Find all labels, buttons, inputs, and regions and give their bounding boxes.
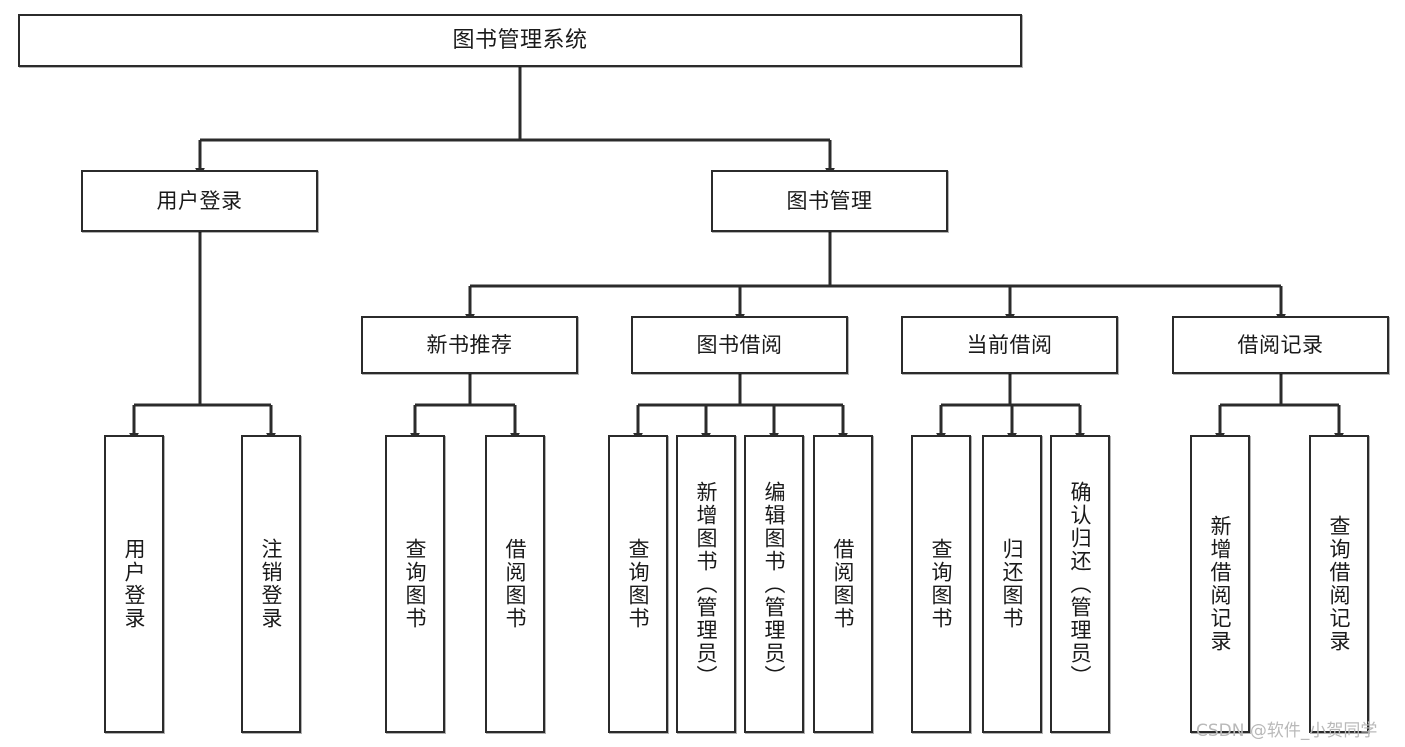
csdn-watermark: CSDN @软件_小贺同学	[1196, 721, 1378, 741]
node-label: 注销登录	[259, 538, 284, 630]
node-label: 新书推荐	[426, 332, 513, 357]
node-leaf_login1[interactable]: 用户登录	[104, 435, 164, 733]
node-leaf_new2[interactable]: 借阅图书	[485, 435, 545, 733]
node-leaf_login2[interactable]: 注销登录	[241, 435, 301, 733]
node-leaf_cur3[interactable]: 确认归还（管理员）	[1050, 435, 1110, 733]
node-label: 归还图书	[1000, 538, 1025, 630]
node-newbook[interactable]: 新书推荐	[361, 316, 578, 374]
node-label: 查询图书	[403, 538, 428, 630]
node-borrow[interactable]: 图书借阅	[631, 316, 848, 374]
node-label: 借阅图书	[503, 538, 528, 630]
node-label: 当前借阅	[966, 332, 1053, 357]
node-leaf_br3[interactable]: 编辑图书（管理员）	[744, 435, 804, 733]
node-label: 编辑图书（管理员）	[762, 480, 787, 688]
node-label: 图书借阅	[696, 332, 783, 357]
node-current[interactable]: 当前借阅	[901, 316, 1118, 374]
node-leaf_rec2[interactable]: 查询借阅记录	[1309, 435, 1369, 733]
node-label: 新增借阅记录	[1208, 515, 1233, 653]
node-leaf_cur1[interactable]: 查询图书	[911, 435, 971, 733]
node-records[interactable]: 借阅记录	[1172, 316, 1389, 374]
node-label: 确认归还（管理员）	[1068, 480, 1093, 688]
node-label: 借阅图书	[831, 538, 856, 630]
node-leaf_cur2[interactable]: 归还图书	[982, 435, 1042, 733]
node-label: 用户登录	[122, 538, 147, 630]
node-root[interactable]: 图书管理系统	[18, 14, 1022, 67]
node-label: 新增图书（管理员）	[694, 480, 719, 688]
node-label: 借阅记录	[1237, 332, 1324, 357]
node-label: 查询图书	[626, 538, 651, 630]
node-label: 图书管理系统	[452, 27, 588, 53]
node-leaf_rec1[interactable]: 新增借阅记录	[1190, 435, 1250, 733]
node-label: 查询图书	[929, 538, 954, 630]
node-login[interactable]: 用户登录	[81, 170, 318, 232]
node-leaf_new1[interactable]: 查询图书	[385, 435, 445, 733]
node-leaf_br4[interactable]: 借阅图书	[813, 435, 873, 733]
node-leaf_br1[interactable]: 查询图书	[608, 435, 668, 733]
node-label: 用户登录	[156, 188, 243, 213]
node-bookmgmt[interactable]: 图书管理	[711, 170, 948, 232]
node-leaf_br2[interactable]: 新增图书（管理员）	[676, 435, 736, 733]
node-label: 图书管理	[786, 188, 873, 213]
node-label: 查询借阅记录	[1327, 515, 1352, 653]
